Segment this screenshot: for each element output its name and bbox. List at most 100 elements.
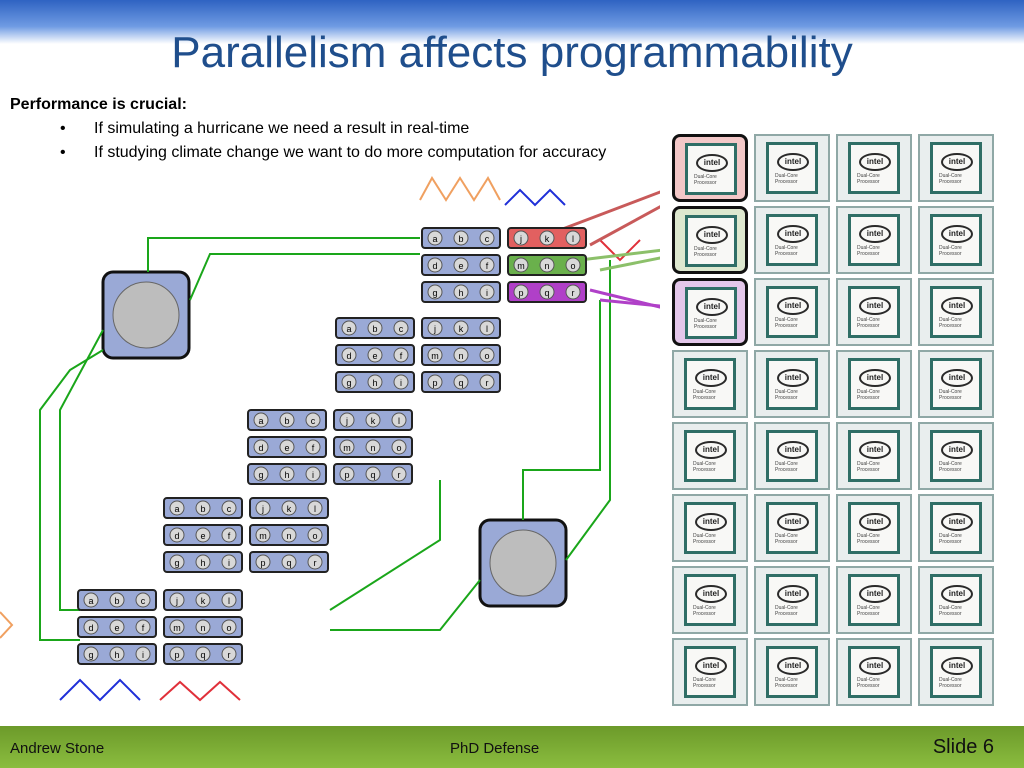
cell-letter: c: [399, 324, 404, 334]
cell-letter: b: [114, 596, 119, 606]
cell-letter: h: [284, 470, 289, 480]
cpu-label: Dual-Core Processor: [857, 461, 880, 473]
cpu-label: Dual-Core Processor: [939, 677, 962, 689]
cell-node: [513, 230, 529, 246]
cell-node: [453, 230, 469, 246]
cell-letter: l: [572, 234, 574, 244]
cell-node: [279, 412, 295, 428]
cpu-label: Dual-Core Processor: [939, 173, 962, 185]
cell-letter: p: [344, 470, 349, 480]
cpu-label: Dual-Core Processor: [775, 245, 798, 257]
cell-letter: r: [486, 378, 489, 388]
cell-node: [427, 230, 443, 246]
cell-letter: m: [259, 531, 267, 541]
cell-node: [453, 284, 469, 300]
cell-node: [169, 554, 185, 570]
cell-letter: j: [433, 324, 436, 334]
cell-node: [479, 230, 495, 246]
bullet-list: If simulating a hurricane we need a resu…: [10, 118, 630, 164]
cell-node: [367, 320, 383, 336]
cpu-label: Dual-Core Processor: [857, 173, 880, 185]
intel-logo: intel: [695, 585, 727, 603]
cell-letter: p: [518, 288, 523, 298]
blue-wires: [59, 188, 566, 702]
cell-letter: c: [141, 596, 146, 606]
cpu-label: Dual-Core Processor: [775, 677, 798, 689]
node-left: [101, 270, 191, 360]
cell-letter: d: [174, 531, 179, 541]
cell-node: [305, 466, 321, 482]
cpu-label: Dual-Core Processor: [939, 533, 962, 545]
cell-letter: r: [572, 288, 575, 298]
wires: [39, 237, 611, 641]
cell-letter: o: [484, 351, 489, 361]
cell-letter: i: [142, 650, 144, 660]
header-band: [0, 0, 1024, 44]
cell-node: [479, 320, 495, 336]
cpu-label: Dual-Core Processor: [857, 605, 880, 617]
cpu-label: Dual-Core Processor: [693, 605, 716, 617]
cell-letter: n: [544, 261, 549, 271]
cell-node: [339, 412, 355, 428]
cell-node: [479, 347, 495, 363]
intel-logo: intel: [859, 441, 891, 459]
intel-logo: intel: [777, 297, 809, 315]
cell-letter: l: [314, 504, 316, 514]
assignment-arrows: [559, 190, 660, 309]
cell-letter: l: [228, 596, 230, 606]
cpu-label: Dual-Core Processor: [857, 677, 880, 689]
cell-node: [253, 412, 269, 428]
tile-row: a b c: [77, 589, 157, 611]
cell-node: [367, 347, 383, 363]
cpu-label: Dual-Core Processor: [775, 533, 798, 545]
cell-node: [365, 412, 381, 428]
cell-node: [427, 320, 443, 336]
cell-letter: b: [372, 324, 377, 334]
cell-letter: p: [174, 650, 179, 660]
cell-letter: r: [228, 650, 231, 660]
cell-node: [221, 554, 237, 570]
cell-letter: b: [200, 504, 205, 514]
cell-node: [479, 284, 495, 300]
cell-node: [305, 412, 321, 428]
cell-letter: a: [174, 504, 179, 514]
cell-node: [135, 619, 151, 635]
cell-letter: h: [200, 558, 205, 568]
cell-letter: f: [312, 443, 315, 453]
cell-letter: o: [570, 261, 575, 271]
cell-letter: a: [88, 596, 93, 606]
red-wires: [159, 239, 641, 702]
orange-wires: [0, 176, 501, 639]
intel-logo: intel: [777, 585, 809, 603]
cell-letter: j: [519, 234, 522, 244]
cell-node: [339, 439, 355, 455]
cell-letter: i: [228, 558, 230, 568]
cell-node: [135, 646, 151, 662]
node-right: [478, 518, 568, 608]
intel-logo: intel: [777, 441, 809, 459]
cell-node: [109, 646, 125, 662]
cell-node: [453, 374, 469, 390]
cell-letter: g: [346, 378, 351, 388]
intel-logo: intel: [696, 154, 728, 172]
cell-node: [255, 527, 271, 543]
